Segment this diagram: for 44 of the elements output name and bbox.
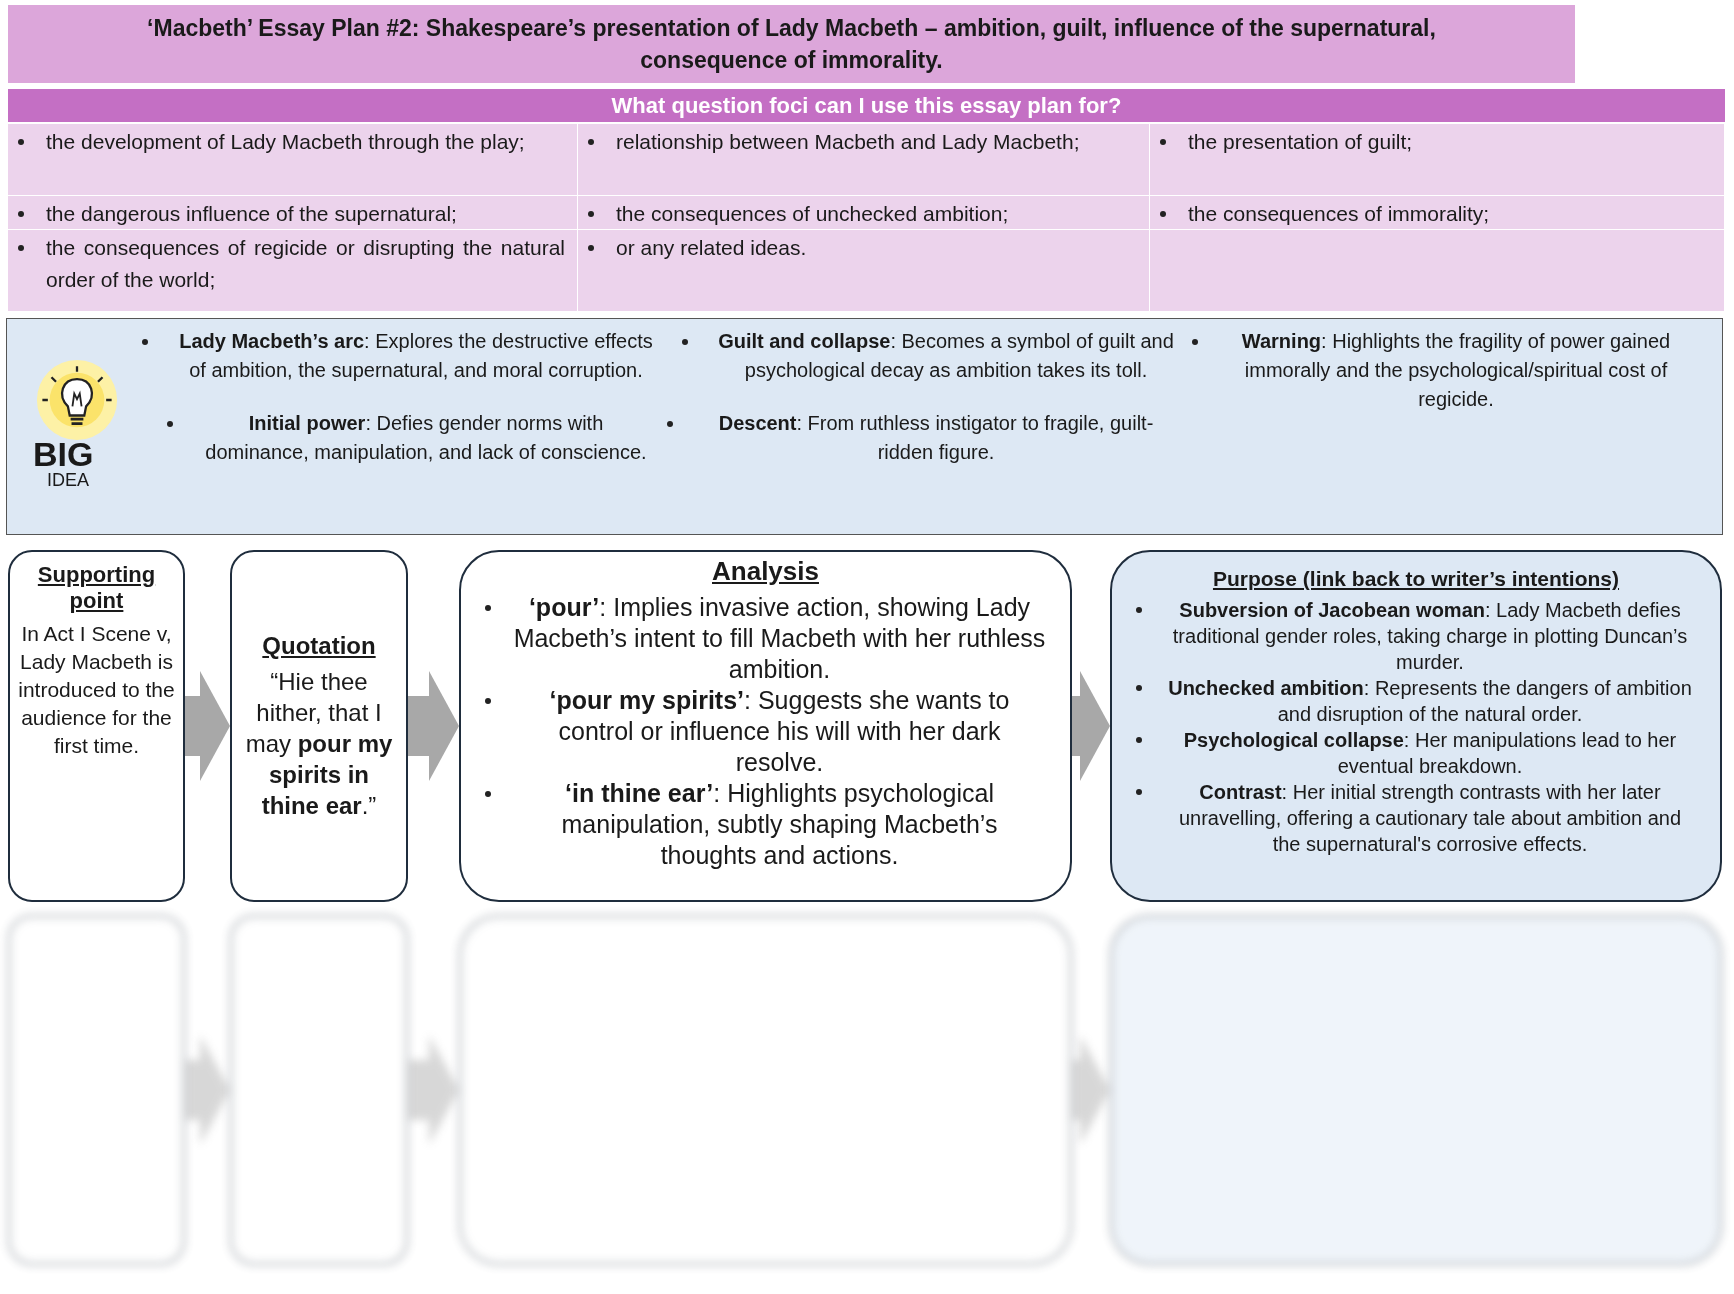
question-focus-text: the dangerous influence of the supernatural; [46,201,458,227]
block-arrow [1072,671,1110,781]
blurred-box [230,915,408,1265]
bullet-point-text: ‘pour’: Implies invasive action, showing Lady Macbeth’s intent to fill Macbeth with her ruthless ambition. [513,592,1046,685]
blurred-box [459,915,1072,1265]
question-focus-text: the consequences of immorality; [1188,201,1491,227]
blurred-box [8,915,185,1265]
purpose-card [1110,550,1722,902]
question-focus-text: the consequences of unchecked ambition; [616,201,1010,227]
block-arrow [408,671,459,781]
icon-caption: BIG [33,437,94,471]
box-heading: Analysis [712,556,819,586]
bullet-point-text: Initial power: Defies gender norms with dominance, manipulation, and lack of conscience. [204,411,648,465]
box-heading: Supporting point [36,562,157,614]
bullet-point-text: Guilt and collapse: Becomes a symbol of guilt and psychological decay as ambition takes its toll. [717,329,1175,383]
box-heading: Purpose (link back to writer’s intentions) [1212,566,1620,591]
page-title: ‘Macbeth’ Essay Plan #2: Shakespeare’s presentation of Lady Macbeth – ambition, guilt, influence of the supernatural, consequence of immorality. [8,5,1575,83]
box-heading: Quotation [262,631,376,660]
bullet-point-text: Unchecked ambition: Represents the dangers of ambition and disruption of the natural order. [1167,676,1693,727]
block-arrow [1072,1035,1110,1145]
plan-card [459,550,1072,902]
blurred-box [1110,915,1722,1265]
question-focus-text: the presentation of guilt; [1188,129,1414,155]
question-focus-text: the consequences of regicide or disrupting the natural order of the world; [46,235,565,293]
bullet-point-text: Contrast: Her initial strength contrasts with her later unravelling, offering a cautionary tale about ambition and the supernatural's corrosive effects. [1177,780,1683,857]
bullet-point-text: Warning: Highlights the fragility of power gained immorally and the psychological/spiritual cost of regicide. [1240,329,1672,412]
question-focus-text: or any related ideas. [616,235,808,261]
block-arrow [408,1035,459,1145]
bullet-point-text: Subversion of Jacobean woman: Lady Macbeth defies traditional gender roles, taking charge in plotting Duncan’s murder. [1171,598,1689,675]
bullet-point-text: Descent: From ruthless instigator to fragile, guilt-ridden figure. [717,411,1155,465]
question-focus-text: relationship between Macbeth and Lady Macbeth; [616,129,1081,155]
plan-card [230,550,408,902]
question-focus-text: the development of Lady Macbeth through the play; [46,129,526,155]
section-heading: What question foci can I use this essay plan for? [8,89,1725,122]
bullet-point-text: ‘pour my spirits’: Suggests she wants to control or influence his will with her dark resolve. [548,685,1011,778]
bullet-point-text: Lady Macbeth’s arc: Explores the destructive effects of ambition, the supernatural, and moral corruption. [178,329,654,383]
quotation-text: “Hie thee hither, that I may pour my spirits in thine ear.” [244,666,394,821]
bullet-point-text: ‘in thine ear’: Highlights psychological manipulation, subtly shaping Macbeth’s thoughts and actions. [560,778,999,871]
bullet-point-text: Psychological collapse: Her manipulations lead to her eventual breakdown. [1182,728,1678,779]
block-arrow [185,1035,230,1145]
icon-caption: IDEA [47,469,89,491]
block-arrow [185,671,230,781]
plan-card [8,550,185,902]
body-text: In Act I Scene v, Lady Macbeth is introduced to the audience for the first time. [18,621,175,759]
